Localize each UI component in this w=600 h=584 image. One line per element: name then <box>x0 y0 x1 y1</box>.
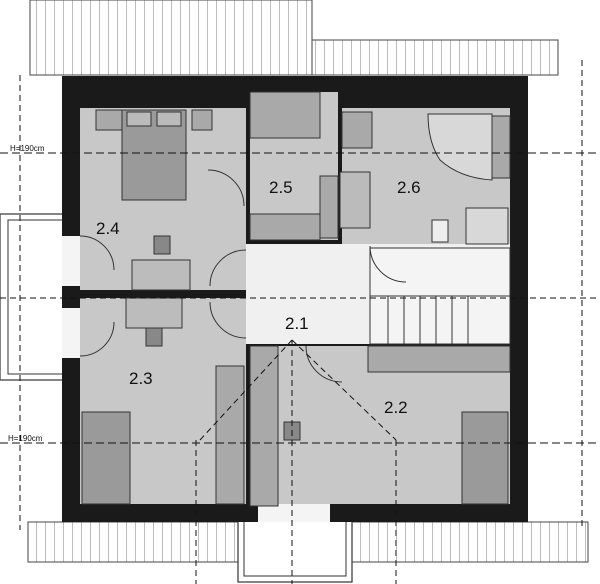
shower-2-6 <box>465 207 509 245</box>
roof-top-left <box>29 0 313 76</box>
opening-2-2-bottom <box>258 504 330 522</box>
chair-2-4 <box>153 235 171 255</box>
chair-2-3 <box>145 327 163 347</box>
room-label-2-5: 2.5 <box>269 178 293 197</box>
roof-bottom-right <box>351 521 589 563</box>
height-label-bottom: H=190cm <box>8 434 43 443</box>
height-lines <box>0 152 600 444</box>
balcony-bottom <box>237 519 353 583</box>
door-openings <box>62 170 330 522</box>
pillow-2-4-a <box>126 111 152 127</box>
door-2-4-hall <box>209 249 247 287</box>
bed-2-2 <box>461 411 509 505</box>
balcony-left <box>0 213 65 381</box>
wardrobe-2-3 <box>215 365 245 505</box>
roof-eaves <box>27 0 589 563</box>
wardrobe-2-5-bottom <box>249 213 321 241</box>
bathroom-counter <box>341 111 373 149</box>
roof-slope-lines <box>0 60 600 584</box>
sink-2-6 <box>339 171 371 229</box>
bathtub-2-6 <box>427 113 493 181</box>
room-label-2-1: 2.1 <box>285 314 309 333</box>
nightstand-2-4 <box>191 109 213 131</box>
desk-2-2 <box>249 345 279 507</box>
door-2-6 <box>369 245 407 283</box>
cabinet-2-6 <box>491 115 511 179</box>
room-label-2-6: 2.6 <box>397 178 421 197</box>
wardrobe-2-5-side <box>319 175 339 239</box>
wardrobe-2-4 <box>95 109 123 131</box>
door-swings <box>79 169 407 383</box>
bookshelf-2-2 <box>367 345 511 373</box>
room-label-2-2: 2.2 <box>384 398 408 417</box>
opening-2-4-door <box>206 170 246 210</box>
desk-2-3 <box>125 297 183 329</box>
door-balcony-left-bottom <box>79 321 115 357</box>
height-label-top: H=190cm <box>10 144 45 153</box>
bed-2-3 <box>81 411 131 505</box>
wardrobe-2-5-top <box>249 91 321 139</box>
stair-treads <box>370 295 510 344</box>
door-balcony-left-top <box>79 235 115 271</box>
desk-2-4 <box>131 259 191 291</box>
opening-2-4-left <box>62 236 80 286</box>
roof-top-right <box>311 39 559 76</box>
pillow-2-4-b <box>156 111 182 127</box>
door-2-4-bath <box>207 169 245 207</box>
room-label-2-3: 2.3 <box>129 369 153 388</box>
opening-2-3-left <box>62 308 80 358</box>
balconies <box>0 213 353 583</box>
room-label-2-4: 2.4 <box>96 219 120 238</box>
door-2-3-hall <box>209 301 247 339</box>
roof-bottom-left <box>27 521 239 563</box>
toilet-2-6 <box>431 219 449 243</box>
